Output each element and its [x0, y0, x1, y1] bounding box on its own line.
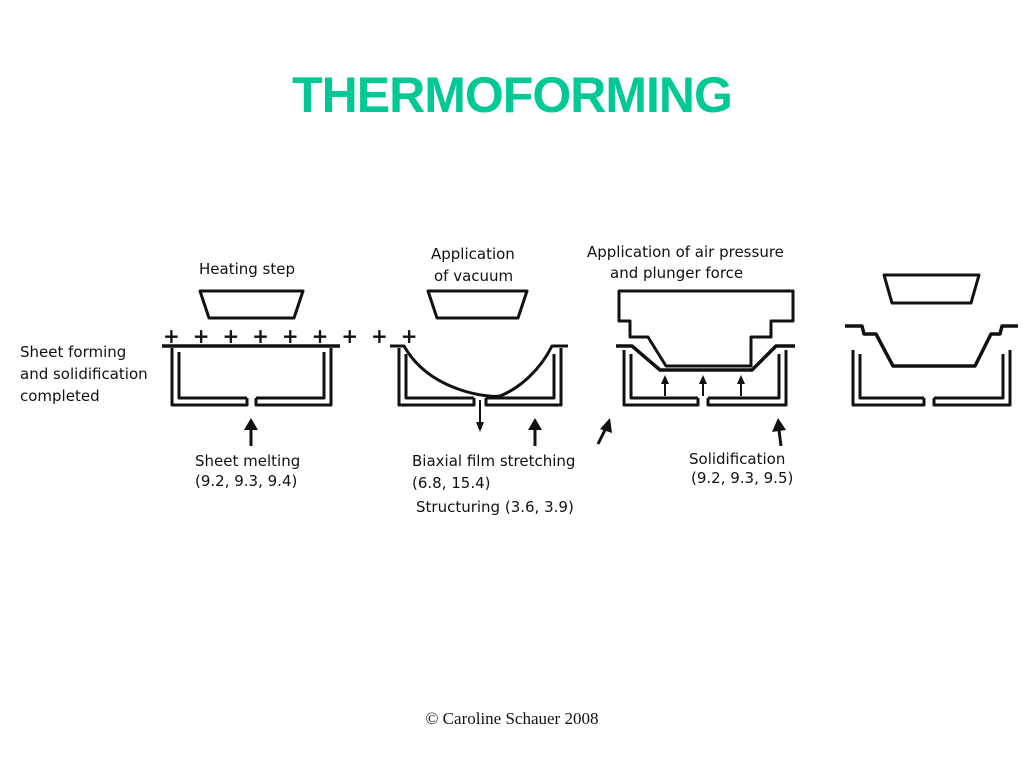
heater-block [198, 289, 305, 320]
label-heating-step: Heating step [199, 260, 295, 278]
mold-1 [170, 348, 249, 407]
sagging-sheet [390, 344, 568, 398]
slide-title: THERMOFORMING [292, 67, 733, 123]
vacuum-block [426, 289, 529, 320]
label-sheet-forming-1: Sheet forming [20, 343, 126, 361]
stage-air-pressure [596, 289, 795, 447]
mold-2 [397, 348, 476, 407]
label-solidification-1: Solidification [689, 450, 785, 468]
arrow-solidification [777, 429, 783, 447]
label-sheet-forming-2: and solidification [20, 365, 148, 383]
label-biaxial-2: (6.8, 15.4) [412, 474, 491, 492]
label-air-pressure-2: and plunger force [610, 264, 743, 282]
heater-plus-marks: + + + + + + + + + [163, 324, 421, 348]
stage-heating [162, 289, 340, 446]
label-sheet-melting-2: (9.2, 9.3, 9.4) [195, 472, 297, 490]
finished-part [845, 324, 1018, 368]
label-sheet-melting-1: Sheet melting [195, 452, 300, 470]
label-biaxial-1: Biaxial film stretching [412, 452, 575, 470]
mold-4 [851, 350, 926, 407]
label-solidification-2: (9.2, 9.3, 9.5) [691, 469, 793, 487]
copyright-footer: © Caroline Schauer 2008 [425, 709, 599, 728]
plunger [617, 289, 795, 368]
label-sheet-forming-3: completed [20, 387, 100, 405]
formed-sheet [616, 344, 795, 372]
label-vacuum-1: Application [431, 245, 515, 263]
finished-top-block [882, 273, 981, 305]
label-structuring: Structuring (3.6, 3.9) [416, 498, 574, 516]
label-air-pressure-1: Application of air pressure [587, 243, 784, 261]
stage-vacuum [390, 289, 568, 446]
label-vacuum-2: of vacuum [434, 267, 513, 285]
mold-3 [622, 350, 700, 407]
arrow-diagonal [596, 427, 608, 445]
stage-completed [845, 273, 1018, 407]
